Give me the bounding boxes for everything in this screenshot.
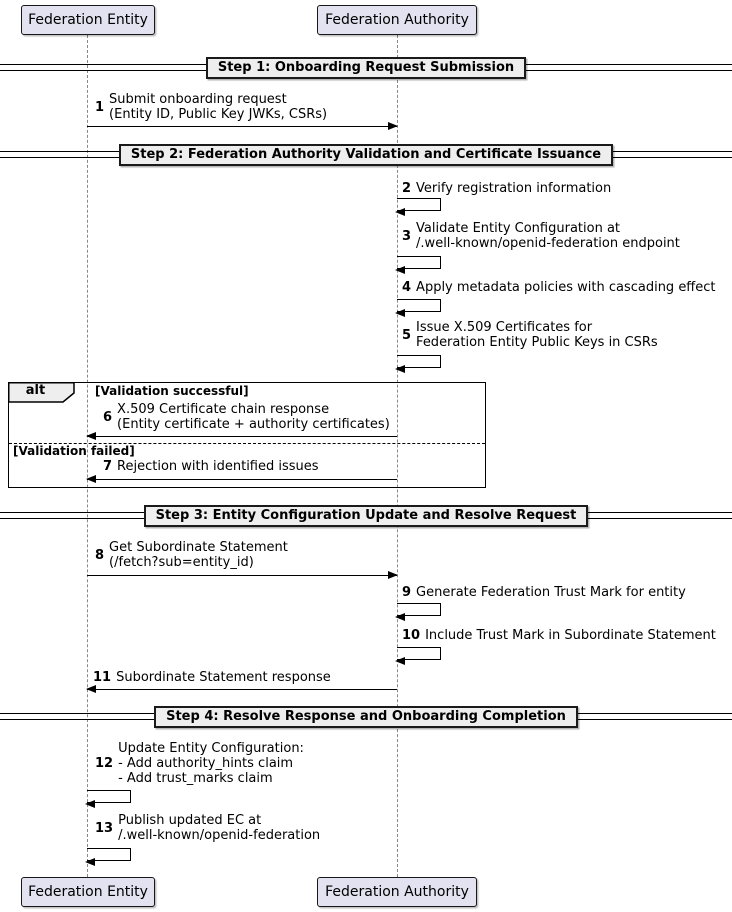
message-5-number: 5 bbox=[402, 327, 412, 343]
arrowhead-left-icon bbox=[86, 684, 96, 693]
message-10-self-arrow bbox=[395, 647, 441, 665]
arrowhead-right-icon bbox=[388, 570, 398, 579]
message-2-self-arrow bbox=[395, 198, 441, 216]
arrowhead-left-icon bbox=[85, 857, 95, 866]
message-6-text: X.509 Certificate chain response (Entity… bbox=[117, 402, 390, 432]
message-9-self-arrow bbox=[395, 603, 441, 621]
message-1: 1 Submit onboarding request (Entity ID, … bbox=[95, 92, 327, 122]
arrowhead-left-icon bbox=[395, 207, 405, 216]
arrowhead-left-icon bbox=[395, 308, 405, 317]
participant-federation-authority-bottom: Federation Authority bbox=[317, 877, 477, 907]
message-7-arrow bbox=[86, 474, 397, 483]
participant-federation-entity-bottom: Federation Entity bbox=[21, 877, 155, 907]
message-12-self-arrow bbox=[85, 790, 131, 808]
message-5-self-arrow bbox=[395, 355, 441, 373]
message-5-text: Issue X.509 Certificates for Federation … bbox=[416, 320, 658, 350]
participant-label: Federation Authority bbox=[325, 884, 469, 900]
participant-label: Federation Entity bbox=[28, 12, 148, 28]
message-9: 9 Generate Federation Trust Mark for ent… bbox=[402, 585, 686, 600]
message-13: 13 Publish updated EC at /.well-known/op… bbox=[95, 813, 320, 843]
divider-step-4: Step 4: Resolve Response and Onboarding … bbox=[0, 706, 732, 729]
participant-federation-entity-top: Federation Entity bbox=[21, 5, 155, 35]
arrowhead-left-icon bbox=[86, 431, 96, 440]
message-4: 4 Apply metadata policies with cascading… bbox=[402, 280, 716, 295]
arrowhead-left-icon bbox=[395, 612, 405, 621]
message-12-number: 12 bbox=[95, 756, 114, 771]
message-4-self-arrow bbox=[395, 299, 441, 317]
message-2-number: 2 bbox=[402, 181, 412, 196]
alt-frame-label: alt bbox=[25, 382, 46, 398]
message-13-number: 13 bbox=[95, 820, 114, 836]
message-8-arrow bbox=[87, 570, 398, 579]
message-3-text: Validate Entity Configuration at /.well-… bbox=[416, 221, 680, 251]
message-4-number: 4 bbox=[402, 280, 412, 295]
message-1-arrow bbox=[87, 121, 398, 130]
arrowhead-left-icon bbox=[395, 265, 405, 274]
message-13-self-arrow bbox=[85, 848, 131, 866]
arrowhead-left-icon bbox=[395, 656, 405, 665]
guard-validation-failed: [Validation failed] bbox=[13, 444, 135, 458]
message-12-text: Update Entity Configuration: - Add autho… bbox=[118, 741, 304, 786]
divider-step-1: Step 1: Onboarding Request Submission bbox=[0, 57, 732, 80]
message-11-number: 11 bbox=[93, 670, 112, 685]
alt-tab-shape bbox=[7, 381, 75, 403]
message-7-text: Rejection with identified issues bbox=[117, 459, 319, 474]
arrowhead-left-icon bbox=[395, 364, 405, 373]
message-1-text: Submit onboarding request (Entity ID, Pu… bbox=[109, 92, 328, 122]
divider-step-2-label: Step 2: Federation Authority Validation … bbox=[118, 144, 614, 166]
message-13-text: Publish updated EC at /.well-known/openi… bbox=[118, 813, 321, 843]
message-10: 10 Include Trust Mark in Subordinate Sta… bbox=[402, 628, 716, 643]
participant-label: Federation Entity bbox=[28, 884, 148, 900]
participant-label: Federation Authority bbox=[325, 12, 469, 28]
message-9-number: 9 bbox=[402, 585, 412, 600]
guard-validation-successful: [Validation successful] bbox=[95, 384, 249, 398]
message-11-text: Subordinate Statement response bbox=[116, 670, 331, 685]
message-12: 12 Update Entity Configuration: - Add au… bbox=[95, 741, 304, 786]
lifeline-federation-entity bbox=[87, 35, 88, 877]
message-7-number: 7 bbox=[103, 459, 113, 474]
alt-frame-tab: alt bbox=[7, 381, 76, 403]
message-4-text: Apply metadata policies with cascading e… bbox=[416, 280, 716, 295]
message-11-arrow bbox=[86, 684, 397, 693]
divider-step-1-label: Step 1: Onboarding Request Submission bbox=[205, 57, 527, 79]
message-8-number: 8 bbox=[95, 547, 105, 563]
message-7: 7 Rejection with identified issues bbox=[103, 459, 319, 474]
message-6-number: 6 bbox=[103, 409, 113, 425]
message-8: 8 Get Subordinate Statement (/fetch?sub=… bbox=[95, 540, 288, 570]
message-8-text: Get Subordinate Statement (/fetch?sub=en… bbox=[109, 540, 288, 570]
alt-frame: alt bbox=[7, 381, 486, 488]
message-2-text: Verify registration information bbox=[416, 181, 612, 196]
message-6: 6 X.509 Certificate chain response (Enti… bbox=[103, 402, 390, 432]
lifeline-federation-authority bbox=[397, 35, 398, 877]
alt-separator bbox=[9, 443, 485, 444]
message-2: 2 Verify registration information bbox=[402, 181, 611, 196]
message-3: 3 Validate Entity Configuration at /.wel… bbox=[402, 221, 680, 251]
message-10-text: Include Trust Mark in Subordinate Statem… bbox=[425, 628, 716, 643]
message-5: 5 Issue X.509 Certificates for Federatio… bbox=[402, 320, 658, 350]
message-1-number: 1 bbox=[95, 99, 105, 115]
message-6-arrow bbox=[86, 431, 397, 440]
message-9-text: Generate Federation Trust Mark for entit… bbox=[416, 585, 686, 600]
divider-step-4-label: Step 4: Resolve Response and Onboarding … bbox=[154, 706, 578, 728]
arrowhead-right-icon bbox=[388, 121, 398, 130]
message-10-number: 10 bbox=[402, 628, 421, 643]
divider-step-3-label: Step 3: Entity Configuration Update and … bbox=[143, 505, 589, 527]
divider-step-2: Step 2: Federation Authority Validation … bbox=[0, 144, 732, 167]
message-3-number: 3 bbox=[402, 228, 412, 244]
divider-step-3: Step 3: Entity Configuration Update and … bbox=[0, 505, 732, 528]
message-3-self-arrow bbox=[395, 256, 441, 274]
arrowhead-left-icon bbox=[86, 474, 96, 483]
message-11: 11 Subordinate Statement response bbox=[93, 670, 331, 685]
arrowhead-left-icon bbox=[85, 799, 95, 808]
participant-federation-authority-top: Federation Authority bbox=[317, 5, 477, 35]
